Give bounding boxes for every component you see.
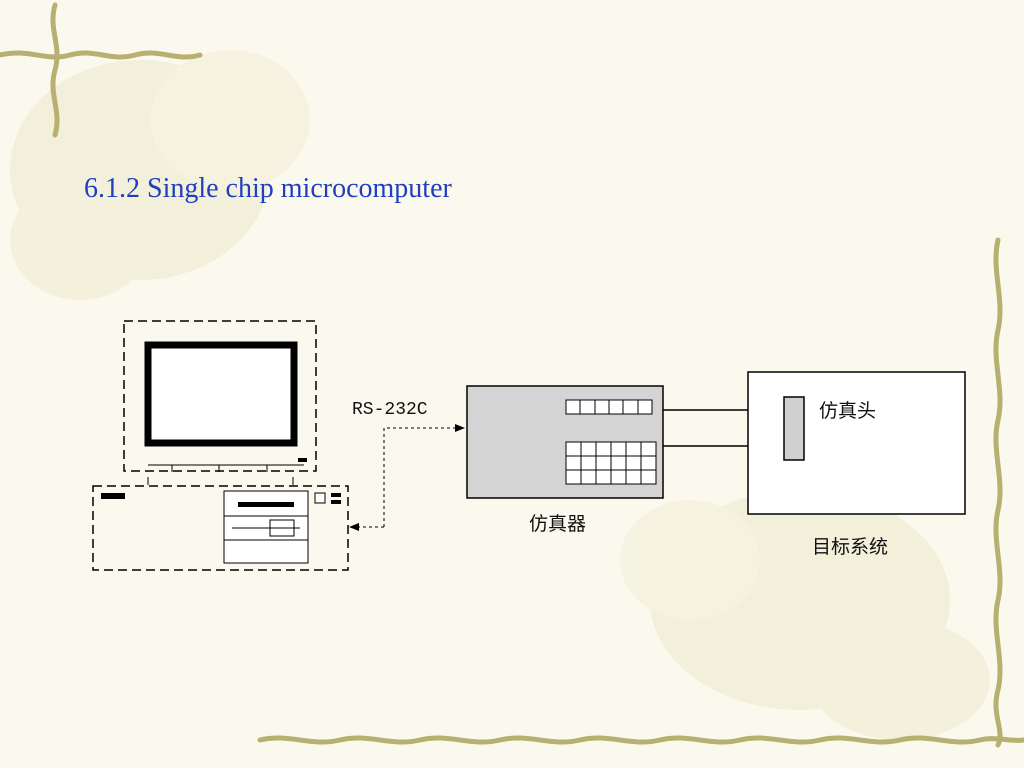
emulator-display — [565, 399, 653, 415]
emulator-keypad — [565, 441, 657, 485]
vine-border — [0, 2, 1024, 748]
monitor-screen — [144, 341, 298, 447]
drive-bay-panel — [223, 490, 309, 564]
target-label: 目标系统 — [812, 536, 888, 558]
emulator: 仿真器 — [466, 385, 664, 535]
rs232c-label: RS-232C — [352, 400, 428, 420]
host-computer — [92, 320, 349, 571]
serial-link: RS-232C — [349, 400, 465, 531]
target-board — [747, 371, 966, 515]
probe-label: 仿真头 — [819, 400, 876, 422]
slide-title: 6.1.2 Single chip microcomputer — [84, 173, 452, 204]
faded-flower-wash — [10, 50, 990, 740]
target-system: 仿真头 目标系统 — [747, 371, 966, 558]
power-led — [101, 493, 125, 499]
monitor — [123, 320, 317, 485]
emulator-label: 仿真器 — [529, 513, 586, 535]
system-unit — [92, 485, 349, 571]
emulation-probe — [783, 396, 805, 461]
